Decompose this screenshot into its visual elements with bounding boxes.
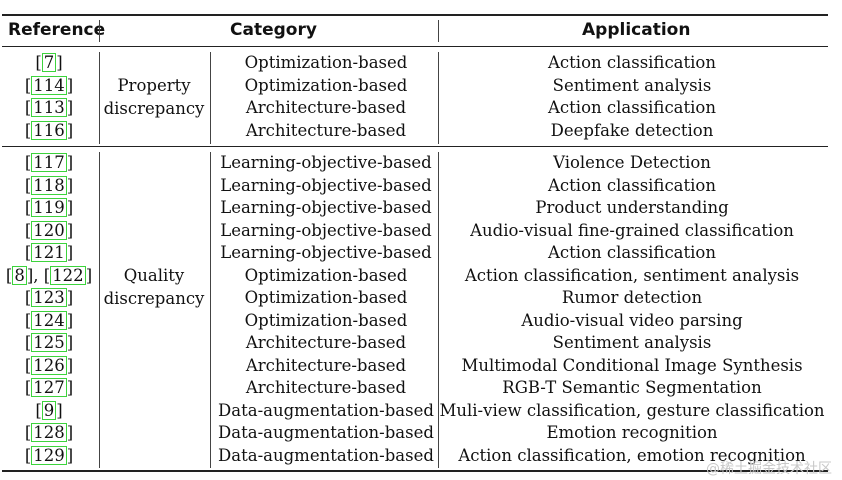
citation-link[interactable]: 124 [31,310,67,330]
citation-link[interactable]: 7 [41,53,57,72]
group-separator-rule [2,146,828,147]
reference-cell: [123] [24,288,74,307]
reference-cell: [120] [24,220,74,240]
category-cell: Learning-objective-based [220,198,432,217]
citation-link[interactable]: 122 [50,265,86,285]
header-category: Category [230,20,317,40]
application-cell: RGB-T Semantic Segmentation [502,378,762,397]
group2-separator-left [99,152,100,468]
reference-cell: [9] [35,400,63,420]
reference-cell: [117] [24,153,74,172]
reference-cell: [129] [24,445,74,465]
top-rule [2,14,828,16]
application-cell: Multimodal Conditional Image Synthesis [461,355,803,375]
application-cell: Violence Detection [553,153,711,172]
group-label-quality: Quality discrepancy [98,264,210,310]
citation-link[interactable]: 116 [31,120,67,140]
citation-link[interactable]: 127 [31,378,67,397]
category-cell: Architecture-based [245,120,407,140]
category-cell: Architecture-based [245,98,407,117]
application-cell: Action classification [548,243,716,262]
header-separator-1 [99,20,100,42]
category-cell: Data-augmentation-based [218,445,434,465]
category-cell: Architecture-based [245,355,407,375]
application-cell: Action classification [548,175,716,195]
group1-separator-right [210,52,211,144]
reference-cell: [121] [24,243,74,262]
reference-cell: [126] [24,355,74,375]
category-cell: Learning-objective-based [220,243,432,262]
category-cell: Optimization-based [244,265,408,285]
citation-link[interactable]: 9 [41,400,57,420]
reference-cell: [116] [24,120,74,140]
category-cell: Learning-objective-based [220,175,432,195]
application-cell: Action classification, emotion recogniti… [458,445,806,465]
group-label-line: Property [117,76,191,95]
group2-separator-app [438,152,439,468]
application-cell: Deepfake detection [550,120,714,140]
reference-cell: [8], [122] [5,265,93,285]
header-reference: Reference [8,20,106,40]
header-application: Application [582,20,691,40]
category-cell: Data-augmentation-based [218,423,434,442]
category-cell: Architecture-based [245,333,407,352]
application-cell: Product understanding [535,198,729,217]
group-label-property: Property discrepancy [98,74,210,120]
category-cell: Learning-objective-based [220,220,432,240]
reference-cell: [114] [24,75,74,95]
reference-cell: [125] [24,333,74,352]
application-cell: Sentiment analysis [552,333,712,352]
category-cell: Optimization-based [244,288,408,307]
group-label-line: discrepancy [103,289,205,308]
reference-cell: [124] [24,310,74,330]
reference-cell: [7] [35,53,63,72]
group2-separator-right [210,152,211,468]
citation-link[interactable]: 114 [31,75,67,95]
reference-cell: [113] [24,98,74,117]
application-cell: Emotion recognition [546,423,718,442]
citation-link[interactable]: 123 [31,288,67,307]
citation-link[interactable]: 120 [31,220,67,240]
application-cell: Audio-visual fine-grained classification [470,220,794,240]
reference-cell: [128] [24,423,74,442]
citation-link[interactable]: 126 [31,355,67,375]
category-cell: Optimization-based [244,53,408,72]
application-cell: Action classification [548,98,716,117]
category-cell: Learning-objective-based [220,153,432,172]
header-rule [2,46,828,47]
citation-link[interactable]: 128 [31,423,67,442]
reference-cell: [119] [24,198,74,217]
application-cell: Rumor detection [561,288,703,307]
watermark: @稀土掘金技术社区 [706,461,832,477]
application-cell: Muli-view classification, gesture classi… [439,400,825,420]
category-cell: Optimization-based [244,310,408,330]
group1-separator-left [99,52,100,144]
citation-link[interactable]: 119 [31,198,67,217]
application-cell: Action classification [548,53,716,72]
citation-link[interactable]: 129 [31,445,67,465]
reference-cell: [127] [24,378,74,397]
group-label-line: discrepancy [103,99,205,118]
citation-link[interactable]: 8 [12,265,27,285]
citation-link[interactable]: 117 [31,153,67,172]
category-cell: Architecture-based [245,378,407,397]
bottom-rule [2,470,828,472]
category-cell: Data-augmentation-based [218,400,434,420]
citation-link[interactable]: 113 [31,98,67,117]
application-cell: Action classification, sentiment analysi… [464,265,800,285]
application-cell: Audio-visual video parsing [521,310,743,330]
group-label-line: Quality [123,266,185,285]
category-cell: Optimization-based [244,75,408,95]
reference-cell: [118] [24,175,74,195]
citation-link[interactable]: 121 [31,243,67,262]
citation-link[interactable]: 118 [31,175,67,195]
group1-separator-app [438,52,439,144]
application-cell: Sentiment analysis [552,75,712,95]
header-separator-2 [438,20,439,42]
citation-link[interactable]: 125 [31,333,67,352]
